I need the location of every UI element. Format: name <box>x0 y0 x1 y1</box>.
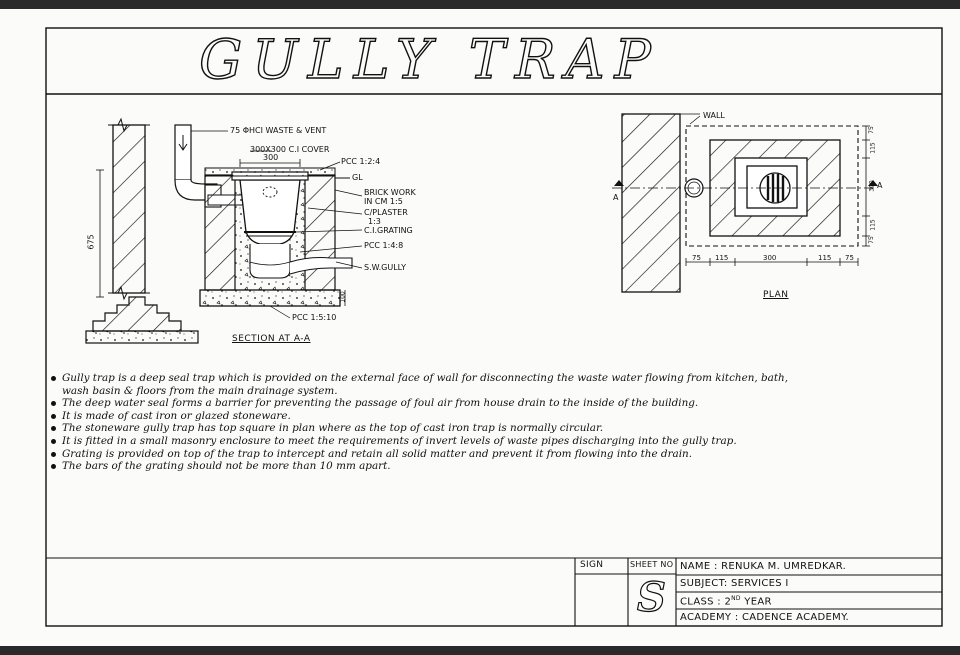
label-cover: 300X300 C.I COVER <box>250 145 330 154</box>
label-waste-vent: 75 ΦHCI WASTE & VENT <box>230 126 327 135</box>
plan-dim-right-1: 75 <box>867 126 875 134</box>
wall-break-top <box>108 117 150 133</box>
title-block-subject: SUBJECT: SERVICES I <box>680 578 789 589</box>
plan-dim-bottom-1: 75 <box>692 254 701 262</box>
note-item: The deep water seal forms a barrier for … <box>50 397 930 410</box>
label-brickwork-1: BRICK WORK <box>364 188 416 197</box>
waste-vent-pipe <box>174 124 192 181</box>
section-wall <box>112 124 146 294</box>
plan-dim-bottom-4: 115 <box>818 254 832 262</box>
label-plaster-1: C/PLASTER <box>364 208 408 217</box>
sheet-border <box>45 27 943 627</box>
title-block-sheet-letter: S <box>636 574 667 621</box>
label-pcc-mid: PCC 1:4:8 <box>364 241 404 250</box>
wall-footing <box>92 296 182 332</box>
title-block <box>46 557 942 626</box>
notes-list: Gully trap is a deep seal trap which is … <box>50 372 930 473</box>
section-drawing <box>85 117 363 344</box>
top-scan-shadow <box>0 0 960 9</box>
note-continuation: wash basin & floors from the main draina… <box>62 384 338 397</box>
plan-marker-right: A <box>877 181 883 190</box>
label-pcc-top: PCC 1:2:4 <box>341 157 381 166</box>
plan-marker-left: A <box>613 193 619 202</box>
plan-dim-right-3: 300 <box>868 180 876 192</box>
note-item: Grating is provided on top of the trap t… <box>50 448 930 461</box>
label-gl: GL <box>352 173 363 182</box>
plan-caption: PLAN <box>763 290 789 300</box>
label-gully: S.W.GULLY <box>364 263 406 272</box>
footing-pcc <box>85 330 199 344</box>
note-item: It is fitted in a small masonry enclosur… <box>50 435 930 448</box>
chamber-wall-right <box>304 174 336 291</box>
base-pcc <box>199 289 341 307</box>
plan-dim-right-5: 75 <box>867 236 875 244</box>
label-dim-300: 300 <box>263 153 279 162</box>
plan-wall <box>621 113 681 293</box>
chamber-wall-left <box>204 174 236 291</box>
title-block-sign: SIGN <box>580 560 604 570</box>
plan-drawing <box>612 113 878 293</box>
gully-trap-body <box>239 179 301 245</box>
section-caption: SECTION AT A-A <box>232 334 311 344</box>
title-block-name: NAME : RENUKA M. UMREDKAR. <box>680 561 847 572</box>
title-block-class: CLASS : 2ND YEAR <box>680 595 772 608</box>
pcc-top-slab <box>204 167 336 177</box>
note-item: It is made of cast iron or glazed stonew… <box>50 410 930 423</box>
label-dim-100: 100 <box>339 291 347 303</box>
bottom-scan-shadow <box>0 646 960 655</box>
plan-label-wall: WALL <box>703 111 725 120</box>
plan-dim-bottom-5: 75 <box>845 254 854 262</box>
label-grating: C.I.GRATING <box>364 226 413 235</box>
plan-dim-bottom-3: 300 <box>763 254 777 262</box>
label-pcc-base: PCC 1:5:10 <box>292 313 337 322</box>
label-plaster-2: 1:3 <box>368 217 381 226</box>
plan-dim-right-2: 115 <box>869 142 877 154</box>
outlet-pipe <box>289 256 353 275</box>
title-block-academy: ACADEMY : CADENCE ACADEMY. <box>680 612 849 623</box>
wall-break-bottom <box>108 285 150 301</box>
drawing-title: GULLY TRAP <box>200 28 660 91</box>
plan-dim-bottom-2: 115 <box>715 254 729 262</box>
note-item: Gully trap is a deep seal trap which is … <box>50 372 930 385</box>
plan-dim-right-4: 115 <box>869 219 877 231</box>
title-banner: GULLY TRAP <box>200 27 660 91</box>
label-brickwork-2: IN CM 1:5 <box>364 197 403 206</box>
note-item: The bars of the grating should not be mo… <box>50 460 930 473</box>
title-block-sheet-no: SHEET NO <box>630 560 674 569</box>
note-item: The stoneware gully trap has top square … <box>50 422 930 435</box>
label-dim-675: 675 <box>86 234 96 250</box>
